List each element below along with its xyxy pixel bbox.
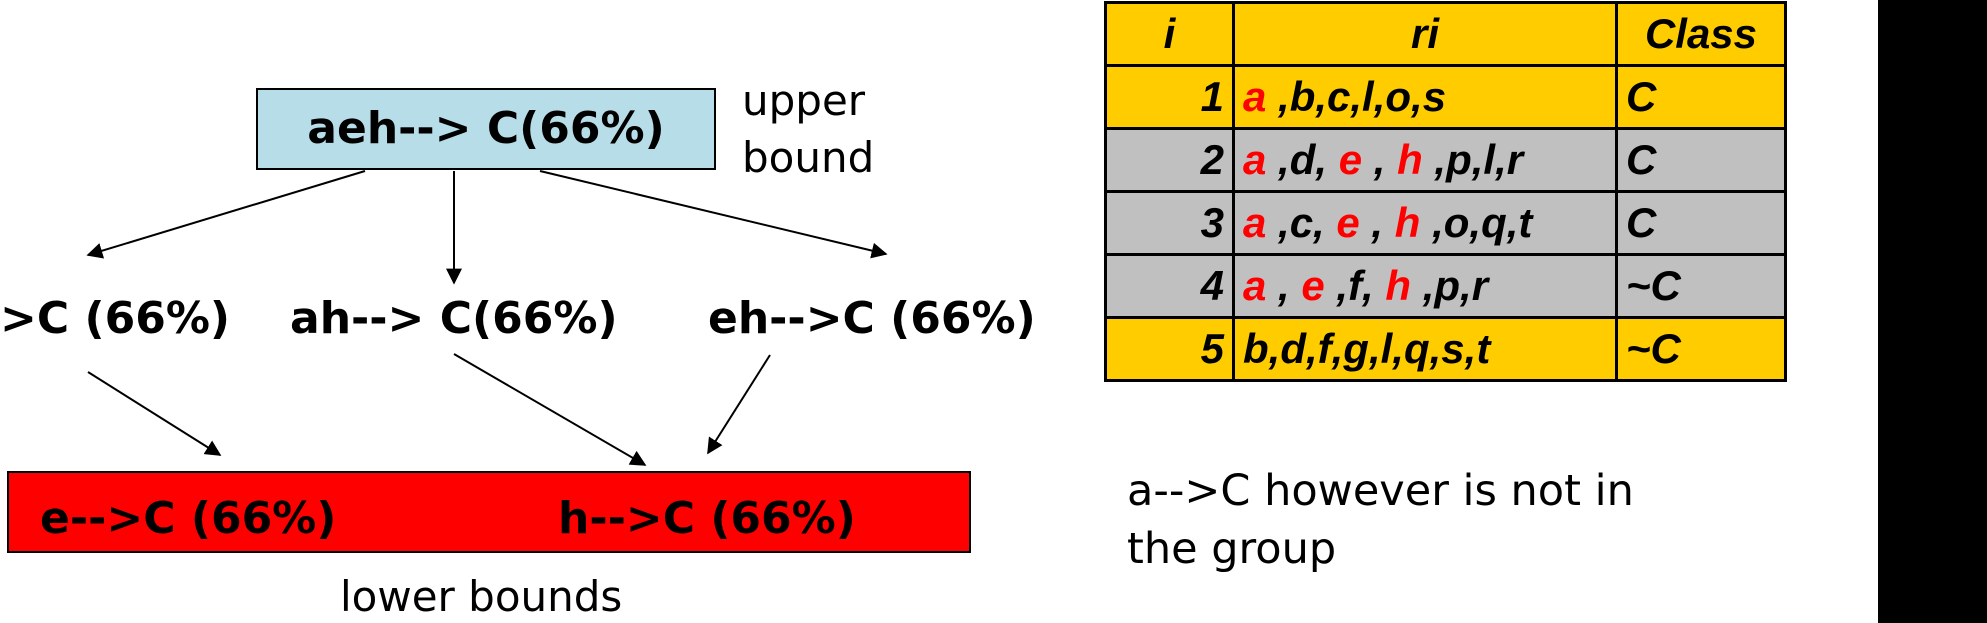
item-text: ,f,: [1324, 262, 1386, 309]
highlighted-item: a: [1243, 262, 1267, 309]
highlighted-item: e: [1301, 262, 1325, 309]
row-class: ~C: [1615, 253, 1787, 319]
item-text: ,: [1362, 136, 1398, 183]
row-index: 4: [1104, 253, 1235, 319]
item-text: ,: [1266, 262, 1302, 309]
bottom-rules-box: [7, 471, 971, 553]
row-items: a ,c, e , h ,o,q,t: [1232, 190, 1618, 256]
row-items: a ,b,c,l,o,s: [1232, 64, 1618, 130]
bottom-right-rule: h-->C (66%): [558, 493, 856, 544]
arrow-right-to-h: [707, 354, 771, 455]
upper-label-line2: bound: [742, 133, 874, 182]
mid-right-rule: eh-->C (66%): [708, 293, 1036, 344]
bottom-left-rule: e-->C (66%): [40, 493, 336, 544]
item-text: ,: [1359, 199, 1395, 246]
item-text: ,c,: [1266, 199, 1337, 246]
row-index: 5: [1104, 316, 1235, 382]
upper-label-line1: upper: [742, 76, 866, 125]
row-class: ~C: [1615, 316, 1787, 382]
note-line1: a-->C however is not in: [1127, 466, 1634, 516]
item-text: ,d,: [1266, 136, 1339, 183]
mid-center-rule: ah--> C(66%): [290, 293, 618, 344]
table-header-row: i ri Class: [1104, 1, 1787, 67]
highlighted-item: e: [1336, 199, 1360, 246]
row-class: C: [1615, 127, 1787, 193]
highlighted-item: h: [1385, 262, 1412, 309]
item-text: ,b,c,l,o,s: [1266, 73, 1447, 120]
top-rule-box: [256, 88, 716, 170]
highlighted-item: a: [1243, 136, 1267, 183]
top-rule-text: aeh--> C(66%): [307, 103, 664, 154]
arrow-left-to-e: [87, 371, 222, 456]
right-edge-bar: [1878, 0, 1987, 623]
row-items: a ,d, e , h ,p,l,r: [1232, 127, 1618, 193]
row-index: 1: [1104, 64, 1235, 130]
highlighted-item: a: [1243, 199, 1267, 246]
highlighted-item: a: [1243, 73, 1267, 120]
arrow-top-to-right: [539, 170, 888, 259]
item-text: ,o,q,t: [1420, 199, 1533, 246]
highlighted-item: h: [1397, 136, 1423, 183]
header-i: i: [1104, 1, 1235, 67]
row-index: 2: [1104, 127, 1235, 193]
row-class: C: [1615, 190, 1787, 256]
header-class: Class: [1615, 1, 1787, 67]
lower-label: lower bounds: [340, 572, 622, 621]
item-text: ,p,r: [1411, 262, 1489, 309]
header-ri: ri: [1232, 1, 1618, 67]
arrow-top-to-left: [86, 170, 366, 259]
highlighted-item: e: [1338, 136, 1363, 183]
note-line2: the group: [1127, 524, 1336, 574]
row-items: b,d,f,g,l,q,s,t: [1232, 316, 1618, 382]
row-index: 3: [1104, 190, 1235, 256]
row-items: a , e ,f, h ,p,r: [1232, 253, 1618, 319]
highlighted-item: h: [1394, 199, 1421, 246]
item-text: ,p,l,r: [1422, 136, 1524, 183]
row-class: C: [1615, 64, 1787, 130]
arrow-center-to-h: [453, 353, 647, 466]
item-text: b,d,f,g,l,q,s,t: [1243, 325, 1491, 372]
mid-left-rule: >C (66%): [0, 293, 230, 344]
